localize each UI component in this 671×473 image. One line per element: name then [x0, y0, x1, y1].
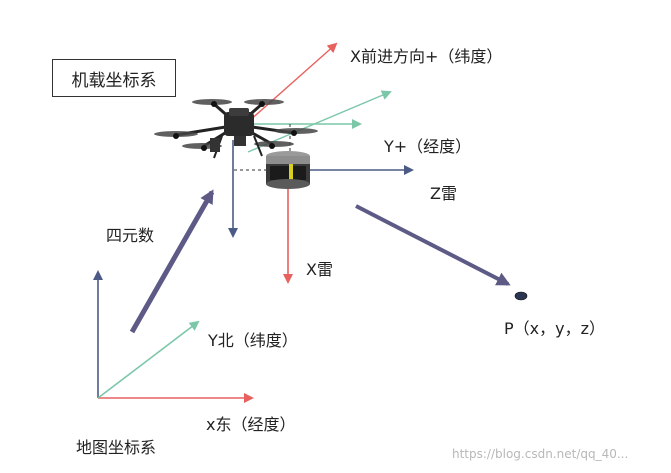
- y-plus-label: Y+（经度）: [384, 133, 471, 157]
- lidar-to-point-arrow: [356, 206, 508, 284]
- point-p-label: P（x，y，z）: [504, 315, 605, 339]
- drone-illustration: [154, 99, 318, 158]
- z-lidar-label: Z雷: [430, 180, 457, 204]
- map-frame-label: 地图坐标系: [76, 434, 156, 458]
- x-east-label: x东（经度）: [206, 411, 295, 435]
- map-north-axis: [98, 322, 198, 398]
- drone-x-forward-axis: [248, 44, 336, 122]
- point-p-marker: [515, 292, 527, 300]
- x-forward-label: X前进方向+（纬度）: [350, 43, 502, 67]
- quaternion-label: 四元数: [106, 222, 154, 246]
- airborne-frame-label: 机载坐标系: [52, 59, 176, 97]
- watermark-text: https://blog.csdn.net/qq_40...: [452, 447, 628, 461]
- quaternion-arrow: [132, 192, 212, 332]
- x-lidar-label: X雷: [306, 256, 333, 280]
- y-north-label: Y北（纬度）: [208, 327, 298, 351]
- lidar-illustration: [266, 151, 310, 189]
